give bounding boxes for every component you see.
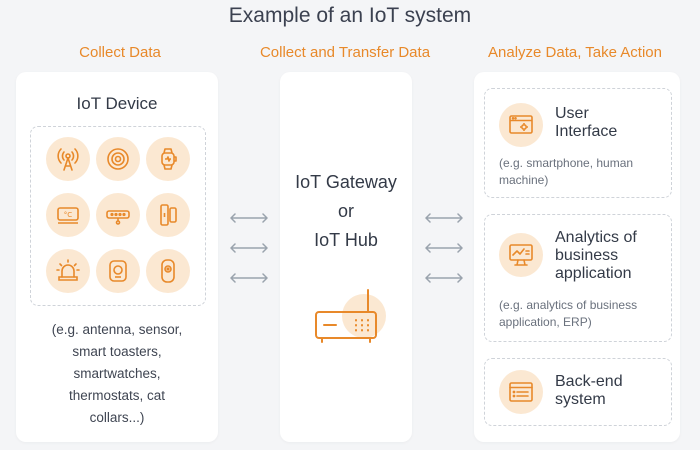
speaker-sensor-icon (96, 137, 140, 181)
backend-system-title: Back-end system (555, 373, 623, 409)
backend-system-box: Back-end system (484, 358, 672, 426)
box-note-line: machine) (499, 173, 549, 187)
gateway-label: IoT Gateway or IoT Hub (280, 168, 412, 255)
analytics-box: Analytics of business application (e.g. … (484, 214, 672, 342)
smart-toaster-icon (96, 193, 140, 237)
box-title-line: Interface (555, 123, 618, 140)
browser-settings-icon (499, 103, 543, 147)
speaker-icon (96, 249, 140, 293)
device-note-line: collars...) (89, 410, 145, 425)
double-arrow-icon (229, 213, 269, 223)
box-title-line: application (555, 265, 632, 282)
double-arrow-icon (424, 243, 464, 253)
thermostat-icon: °C (46, 193, 90, 237)
door-sensor-icon (146, 193, 190, 237)
box-title-line: business (555, 247, 619, 264)
gateway-line-3: IoT Hub (314, 230, 378, 250)
gateway-line-1: IoT Gateway (295, 172, 397, 192)
double-arrow-icon (424, 273, 464, 283)
box-title-line: system (555, 391, 606, 408)
box-note-line: (e.g. analytics of business (499, 298, 638, 312)
router-icon (312, 282, 388, 351)
iot-device-card: IoT Device °C (16, 72, 218, 442)
device-note-line: smart toasters, (72, 344, 162, 359)
double-arrow-icon (229, 273, 269, 283)
box-title-line: User (555, 105, 589, 122)
alarm-light-icon (46, 249, 90, 293)
device-examples-note: (e.g. antenna, sensor, smart toasters, s… (16, 319, 218, 429)
box-note-line: application, ERP) (499, 315, 592, 329)
column-header-collect: Collect Data (79, 44, 161, 61)
column-header-analyze: Analyze Data, Take Action (488, 44, 662, 61)
column-header-transfer: Collect and Transfer Data (259, 44, 431, 61)
box-note-line: (e.g. smartphone, human (499, 156, 634, 170)
analyze-card: User Interface (e.g. smartphone, human m… (474, 72, 680, 442)
iot-gateway-card: IoT Gateway or IoT Hub (280, 72, 412, 442)
gateway-line-2: or (337, 201, 354, 221)
double-arrow-icon (424, 213, 464, 223)
thermostat-reading: °C (64, 211, 73, 219)
user-interface-box: User Interface (e.g. smartphone, human m… (484, 88, 672, 198)
user-interface-note: (e.g. smartphone, human machine) (499, 155, 669, 189)
smartwatch-icon (146, 137, 190, 181)
device-note-line: (e.g. antenna, sensor, (51, 322, 183, 337)
analytics-monitor-icon (499, 233, 543, 277)
device-icons-panel: °C (30, 126, 206, 306)
server-window-icon (499, 370, 543, 414)
iot-device-title: IoT Device (76, 94, 158, 113)
diagram-title: Example of an IoT system (228, 4, 472, 27)
double-arrow-icon (229, 243, 269, 253)
antenna-icon (46, 137, 90, 181)
box-title-line: Analytics of (555, 229, 637, 246)
device-note-line: smartwatches, (73, 366, 161, 381)
device-note-line: thermostats, cat (68, 388, 166, 403)
analytics-note: (e.g. analytics of business application,… (499, 297, 669, 331)
analytics-title: Analytics of business application (555, 229, 637, 283)
box-title-line: Back-end (555, 373, 623, 390)
user-interface-title: User Interface (555, 105, 617, 141)
cat-collar-tracker-icon (146, 249, 190, 293)
